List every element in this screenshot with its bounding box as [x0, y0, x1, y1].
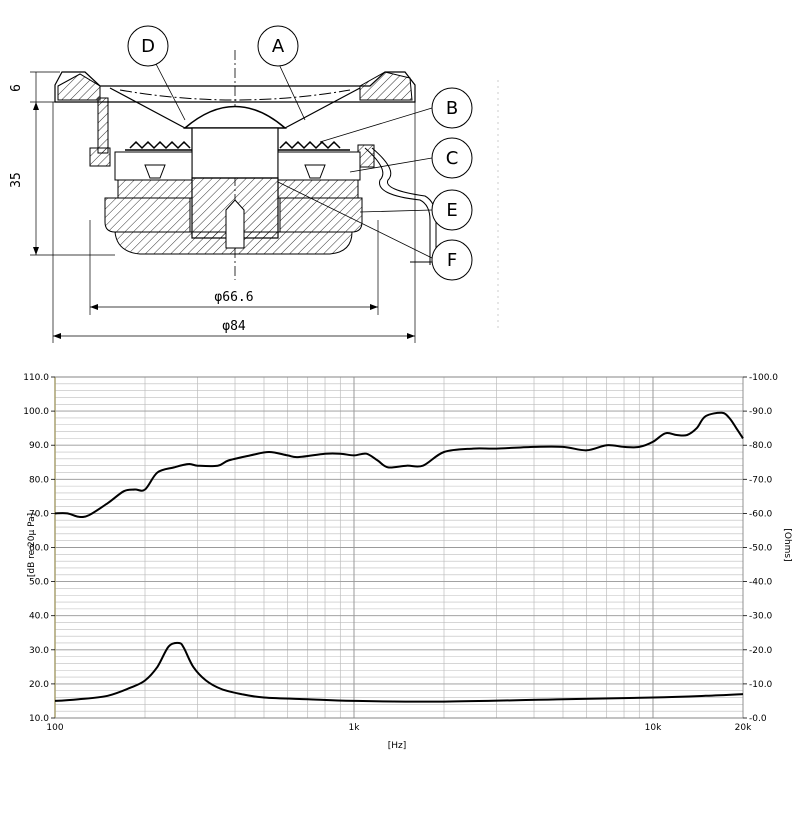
- left-tick-label: 100.0: [23, 407, 49, 417]
- x-tick-label: 1k: [349, 723, 361, 733]
- dimension-height-total: 35: [9, 102, 115, 256]
- spl-curve: [54, 411, 744, 519]
- grid-major: [54, 376, 744, 719]
- right-tick-label: -50.0: [749, 544, 773, 554]
- right-tick-label: -100.0: [749, 373, 778, 383]
- right-tick-label: -60.0: [749, 509, 773, 519]
- y-axis-label-left: [dB re 20μ Pa]: [27, 513, 37, 577]
- dimension-diameter-outer: φ84: [52, 102, 416, 343]
- frequency-response-chart: 110.0 100.0 90.0 80.0 70.0 60.0 50.0 40.0 30.0 20…: [23, 373, 792, 751]
- left-tick-label: 60.0: [29, 544, 49, 554]
- callout-E: E: [431, 189, 473, 231]
- svg-text:35: 35: [9, 172, 24, 188]
- callout-C: C: [431, 137, 473, 179]
- series-lines: [54, 411, 744, 703]
- svg-text:A: A: [272, 36, 285, 57]
- callout-A: A: [257, 25, 299, 67]
- left-tick-label: 110.0: [23, 373, 49, 383]
- dimension-diameter-inner: φ66.6: [89, 220, 379, 315]
- left-tick-label: 10.0: [29, 714, 49, 724]
- x-axis-ticks: 100 1k 10k 20k: [46, 723, 752, 733]
- dimension-height-small: 6: [9, 71, 60, 103]
- x-axis-label: [Hz]: [388, 741, 407, 751]
- y-axis-label-right: [Ohms]: [782, 528, 792, 561]
- svg-text:φ66.6: φ66.6: [214, 290, 253, 305]
- x-tick-label: 20k: [735, 723, 752, 733]
- right-tick-label: -0.0: [749, 714, 767, 724]
- svg-text:φ84: φ84: [222, 319, 246, 334]
- left-tick-label: 40.0: [29, 612, 49, 622]
- right-tick-label: -80.0: [749, 441, 773, 451]
- right-axis-ticks: -100.0 -90.0 -80.0 -70.0 -60.0 -50.0 -40.0 -30.…: [743, 373, 778, 724]
- callout-F: F: [431, 239, 473, 281]
- right-tick-label: -90.0: [749, 407, 773, 417]
- left-tick-label: 20.0: [29, 680, 49, 690]
- right-tick-label: -40.0: [749, 578, 773, 588]
- svg-text:6: 6: [9, 84, 24, 92]
- svg-text:F: F: [447, 250, 457, 271]
- right-tick-label: -70.0: [749, 475, 773, 485]
- left-tick-label: 80.0: [29, 475, 49, 485]
- left-tick-label: 30.0: [29, 646, 49, 656]
- speaker-cross-section-drawing: D A B C E F 6 35 φ66.6: [9, 25, 499, 343]
- left-tick-label: 50.0: [29, 578, 49, 588]
- right-tick-label: -10.0: [749, 680, 773, 690]
- right-tick-label: -30.0: [749, 612, 773, 622]
- x-tick-label: 100: [46, 723, 63, 733]
- svg-text:E: E: [446, 200, 457, 221]
- right-tick-label: -20.0: [749, 646, 773, 656]
- left-tick-label: 70.0: [29, 509, 49, 519]
- impedance-curve: [54, 641, 744, 703]
- left-axis-ticks: 110.0 100.0 90.0 80.0 70.0 60.0 50.0 40.0 30.0 20…: [23, 373, 55, 724]
- callout-D: D: [127, 25, 169, 67]
- x-tick-label: 10k: [645, 723, 662, 733]
- svg-text:B: B: [446, 98, 458, 119]
- left-tick-label: 90.0: [29, 441, 49, 451]
- svg-text:C: C: [446, 148, 459, 169]
- svg-text:D: D: [141, 36, 155, 57]
- callout-B: B: [431, 87, 473, 129]
